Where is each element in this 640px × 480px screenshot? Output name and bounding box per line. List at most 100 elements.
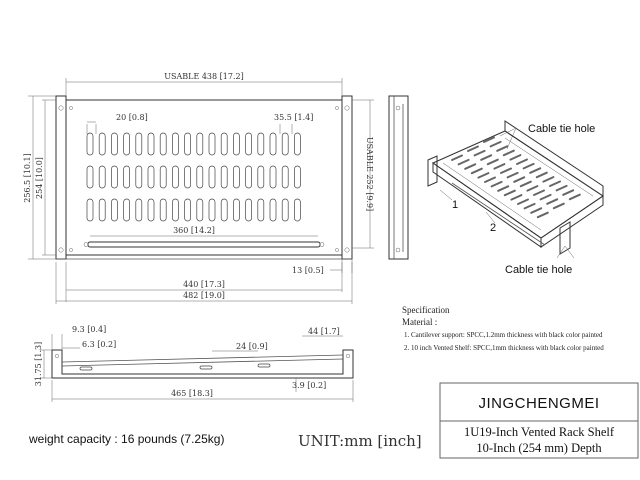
iso-vent-slot: [568, 193, 581, 201]
title-block: JINGCHENGMEI 1U19-Inch Vented Rack Shelf…: [439, 382, 639, 459]
vent-slot: [184, 198, 191, 222]
brand-name: JINGCHENGMEI: [478, 395, 599, 412]
vent-slot: [294, 198, 301, 222]
vent-slot: [233, 165, 240, 189]
vent-slot: [172, 132, 179, 156]
iso-vent-slot: [530, 207, 543, 214]
iso-vent-slot: [483, 136, 495, 143]
inner-height-dim: 254 [10.0]: [35, 157, 44, 199]
side-dim-44: 44 [1.7]: [308, 327, 340, 336]
iso-vent-slot: [513, 176, 526, 183]
iso-vent-slot: [533, 189, 545, 196]
vent-slot: [196, 165, 204, 189]
vent-slot: [86, 165, 94, 189]
vent-slot: [172, 165, 179, 189]
lip-dim: 13 [0.5]: [292, 266, 324, 275]
slot-width-dim: 20 [0.8]: [116, 113, 148, 122]
vent-slot: [269, 198, 277, 222]
vent-slot: [123, 165, 130, 189]
iso-vent-slot: [555, 184, 568, 192]
iso-vent-slot: [493, 163, 506, 170]
vent-slot: [196, 198, 204, 222]
vent-slot: [233, 198, 240, 222]
spec-item-2: 2. 10 inch Vented Shelf: SPCC,1mm thickn…: [404, 344, 604, 352]
front-bar: [87, 241, 321, 248]
side-dim-6-3: 6.3 [0.2]: [82, 340, 116, 349]
slot-pitch-dim: 35.5 [1.4]: [274, 113, 313, 122]
iso-vent-slot: [503, 189, 516, 197]
unit-label: UNIT:mm [inch]: [298, 432, 422, 450]
side-dim-9-3: 9.3 [0.4]: [72, 325, 106, 334]
iso-vent-slot: [522, 162, 535, 170]
iso-vent-slot: [542, 176, 555, 183]
iso-vent-slot: [464, 163, 477, 170]
mount-hole: [344, 105, 350, 111]
left-bracket: [427, 155, 438, 187]
vent-slot: [123, 198, 130, 222]
vent-slot: [86, 132, 94, 156]
vent-slot: [208, 198, 216, 222]
vent-slot: [159, 165, 167, 189]
mount-hole: [344, 247, 350, 253]
vent-slot: [147, 165, 155, 189]
iso-vent-slot: [484, 176, 496, 183]
side-dim-3-9: 3.9 [0.2]: [292, 381, 326, 390]
iso-vent-slot: [529, 167, 542, 174]
usable-width-dim: USABLE 438 [17.2]: [164, 72, 243, 81]
vent-span-dim: 360 [14.2]: [173, 226, 215, 235]
vent-slot: [98, 198, 106, 222]
iso-vent-slot: [562, 189, 575, 196]
vent-slot: [147, 198, 155, 222]
iso-vent-slot: [535, 171, 548, 179]
iso-vent-slot: [549, 180, 561, 187]
spec-subheading: Material :: [402, 317, 437, 327]
vent-slot: [98, 165, 106, 189]
inner-width-dim: 440 [17.3]: [183, 280, 225, 289]
side-height-dim: 31.75 [1.3]: [34, 342, 43, 386]
vent-slot: [123, 132, 130, 156]
isometric-view: Cable tie hole Cable tie hole 1 2: [427, 120, 604, 276]
iso-vent-slot: [506, 171, 519, 179]
iso-vent-slot: [519, 180, 532, 188]
vent-slot: [281, 132, 289, 156]
specification-block: Specification Material : 1. Cantilever s…: [402, 305, 604, 352]
vent-slot: [135, 132, 143, 156]
vent-slot: [294, 132, 301, 156]
brand-box: [439, 382, 639, 422]
iso-vent-slot: [497, 185, 510, 192]
vent-slot: [159, 132, 167, 156]
iso-vent-slot: [509, 154, 522, 161]
vent-slot: [245, 132, 252, 156]
vent-slots: [86, 132, 301, 222]
iso-vent-slot: [451, 154, 463, 161]
iso-vent-slot: [480, 154, 493, 161]
vent-slot: [135, 165, 143, 189]
weight-capacity: weight capacity : 16 pounds (7.25kg): [28, 432, 224, 446]
vent-slot: [86, 198, 94, 222]
vent-slot: [172, 198, 179, 222]
iso-vent-slot: [477, 172, 490, 179]
vent-slot: [281, 165, 289, 189]
vent-slot: [196, 132, 204, 156]
vent-slot: [220, 165, 228, 189]
iso-vent-slot: [539, 193, 552, 201]
product-box: [439, 420, 639, 459]
usable-depth-dim: USABLE 252 [9.9]: [365, 137, 374, 211]
iso-vent-slot: [496, 145, 509, 152]
iso-vent-slot: [490, 180, 503, 188]
outer-height-dim: 256.5 [10.1]: [23, 153, 32, 203]
vent-slot: [98, 132, 106, 156]
cable-tie-callout-top: Cable tie hole: [528, 123, 595, 135]
vent-slot: [184, 132, 191, 156]
iso-vent-slot: [489, 140, 502, 148]
right-bracket: [559, 221, 571, 255]
vent-slot: [111, 198, 118, 222]
iso-vent-slot: [473, 149, 486, 157]
top-view: USABLE 438 [17.2] 20 [0.8] 35.5 [1.4] 25…: [23, 72, 374, 304]
part-2-label: 2: [490, 222, 496, 234]
vent-slot: [245, 198, 252, 222]
iso-vent-slot: [467, 145, 479, 152]
vent-slot: [257, 132, 265, 156]
